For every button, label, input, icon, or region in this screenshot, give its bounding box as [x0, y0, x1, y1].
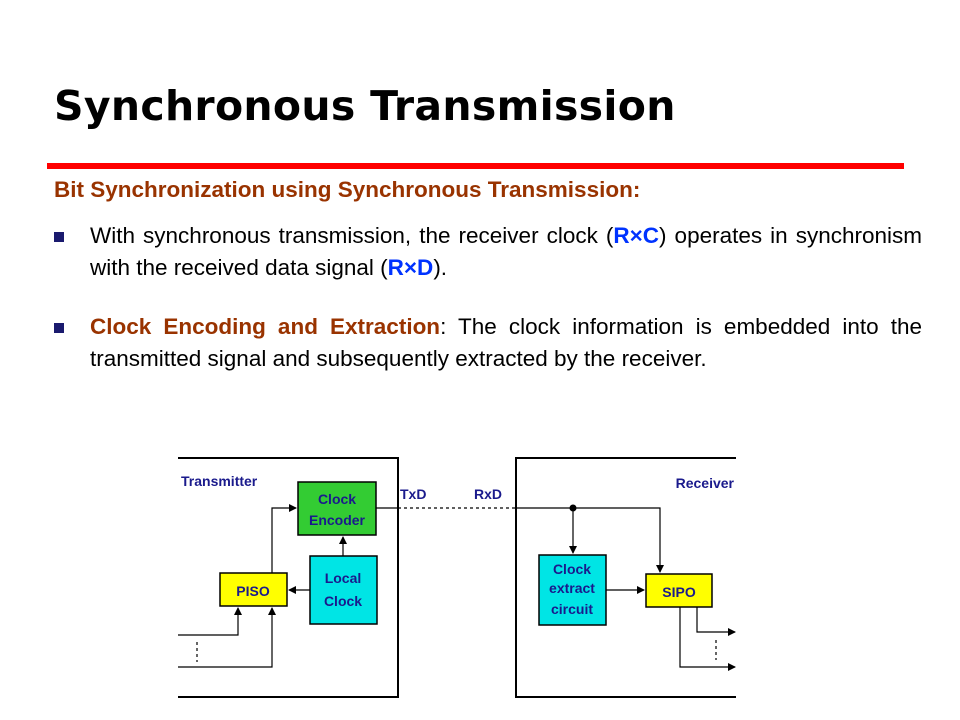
slide-title: Synchronous Transmission [54, 82, 676, 130]
clock-encoder-box [297, 481, 377, 536]
parallel-out-wire-2 [679, 607, 736, 671]
transmitter-frame [178, 457, 399, 698]
clock-extract-line3: circuit [551, 601, 593, 617]
title-divider [47, 163, 904, 169]
bullet-1-marker [54, 232, 64, 242]
local-clock-line1: Local [325, 570, 362, 586]
clock-extract-line2: extract [549, 580, 595, 596]
piso-label: PISO [236, 583, 270, 599]
clock-extract-line1: Clock [553, 561, 591, 577]
piso-to-encoder-wire [271, 504, 297, 573]
txd-label: TxD [400, 486, 426, 502]
bullet-1-middle: ) operates in synchronism with the recei… [90, 223, 922, 280]
rxd-term: R×D [387, 255, 434, 280]
bullet-1-before: With synchronous transmission, the recei… [90, 223, 614, 248]
parallel-out-wire-1 [696, 607, 736, 636]
rxd-to-sipo-wire [516, 507, 664, 573]
receiver-frame [515, 457, 736, 698]
bullet-1-text: With synchronous transmission, the recei… [90, 220, 922, 284]
parallel-in-wire-2 [178, 607, 276, 668]
bullet-2-body: : The clock information is embedded into… [90, 314, 922, 371]
clock-encoder-line1: Clock [318, 491, 356, 507]
bullet-1-after: ). [433, 255, 448, 280]
subheading: Bit Synchronization using Synchronous Tr… [54, 177, 641, 202]
parallel-in-wire-1 [178, 607, 242, 636]
sipo-box [645, 573, 713, 608]
sipo-label: SIPO [662, 584, 696, 600]
piso-box [219, 572, 288, 607]
bullet-2-marker [54, 323, 64, 333]
bullet-2-label: Clock Encoding and Extraction [90, 314, 441, 339]
bullet-2-text: Clock Encoding and Extraction: The clock… [90, 311, 922, 375]
rxc-term: R×C [613, 223, 660, 248]
receiver-label: Receiver [676, 475, 735, 491]
clock-encoder-line2: Encoder [309, 512, 366, 528]
rxd-label: RxD [474, 486, 502, 502]
transmitter-label: Transmitter [181, 473, 258, 489]
local-clock-line2: Clock [324, 593, 362, 609]
local-clock-box [309, 555, 378, 625]
